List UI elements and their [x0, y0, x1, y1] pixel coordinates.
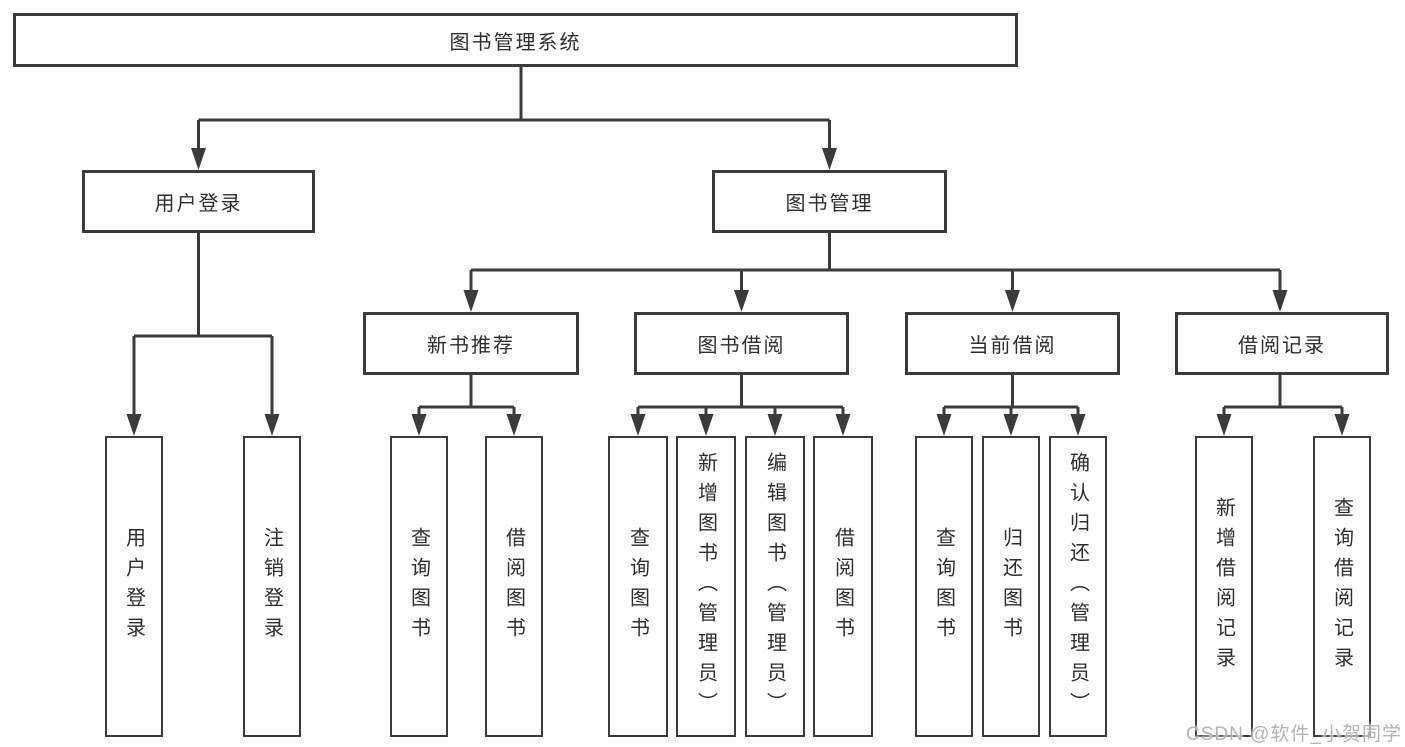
connector-book-management-children: [469, 233, 1282, 294]
leaf-user-login: 用户登录: [105, 436, 163, 737]
leaf-add-borrow-record: 新增借阅记录: [1195, 436, 1253, 737]
leaf-return-book: 归还图书: [982, 436, 1040, 737]
leaf-query-borrow-record: 查询借阅记录: [1313, 436, 1371, 737]
leaf-edit-book-admin: 编辑图书（管理员）: [745, 436, 805, 737]
connector-borrow-records-children: [1222, 375, 1344, 418]
leaf-confirm-return-admin: 确认归还（管理员）: [1049, 436, 1107, 737]
node-book-borrow: 图书借阅: [634, 312, 849, 375]
leaf-borrow-books: 借阅图书: [813, 436, 873, 737]
node-new-book-recommend: 新书推荐: [363, 312, 579, 375]
connector-current-borrow-children: [942, 375, 1080, 418]
leaf-query-books-borrow: 查询图书: [608, 436, 668, 737]
leaf-logout: 注销登录: [243, 436, 301, 737]
node-book-management: 图书管理: [712, 170, 947, 233]
node-borrow-records: 借阅记录: [1175, 312, 1389, 375]
connector-book-borrow-children: [636, 375, 845, 418]
csdn-watermark: CSDN @软件_小贺同学: [1186, 724, 1402, 745]
connector-new-book-recommend-children: [417, 375, 516, 418]
node-library-system: 图书管理系统: [13, 13, 1018, 67]
node-user-login: 用户登录: [82, 170, 315, 233]
leaf-query-books-current: 查询图书: [915, 436, 973, 737]
connector-user-login-children: [132, 233, 274, 418]
connector-root-to-level2: [197, 67, 831, 152]
leaf-add-book-admin: 新增图书（管理员）: [676, 436, 736, 737]
leaf-borrow-books-recommend: 借阅图书: [485, 436, 543, 737]
node-current-borrow: 当前借阅: [905, 312, 1120, 375]
leaf-query-books-recommend: 查询图书: [390, 436, 448, 737]
